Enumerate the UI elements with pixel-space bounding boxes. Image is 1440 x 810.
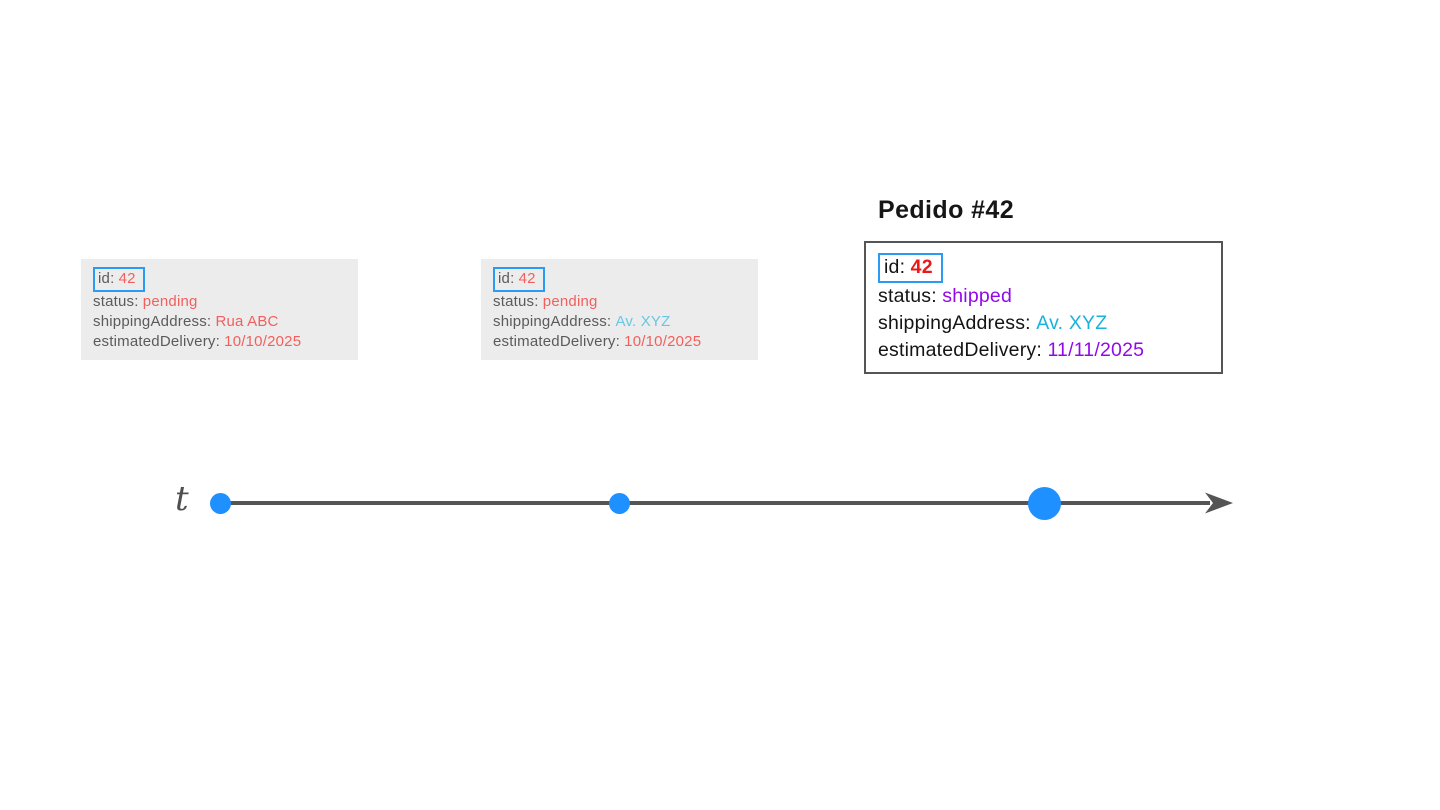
order-current-card: id:42 status:shipped shippingAddress:Av.…	[864, 241, 1223, 374]
field-value: 42	[518, 270, 536, 287]
shipping-address-field: shippingAddress:Rua ABC	[93, 312, 346, 332]
field-value: pending	[542, 293, 598, 310]
field-label: id:	[884, 256, 906, 278]
field-label: status:	[878, 285, 937, 307]
id-field: id:42	[878, 252, 1209, 283]
shipping-address-field: shippingAddress:Av. XYZ	[493, 312, 746, 332]
estimated-delivery-field: estimatedDelivery:11/11/2025	[878, 337, 1209, 364]
field-label: id:	[498, 270, 515, 287]
field-value: Rua ABC	[215, 313, 279, 330]
field-value: 42	[118, 270, 136, 287]
field-value: 11/11/2025	[1047, 339, 1145, 361]
field-value: Av. XYZ	[615, 313, 671, 330]
field-label: estimatedDelivery:	[878, 339, 1042, 361]
diagram-title: Pedido #42	[878, 196, 1014, 224]
id-highlight-box: id:42	[493, 267, 545, 292]
estimated-delivery-field: estimatedDelivery:10/10/2025	[493, 332, 746, 352]
field-label: status:	[93, 293, 139, 310]
time-axis-line	[219, 501, 1210, 505]
id-field: id:42	[93, 266, 346, 292]
time-axis-arrowhead-icon	[1205, 492, 1233, 514]
field-value: 10/10/2025	[624, 333, 702, 350]
shipping-address-field: shippingAddress:Av. XYZ	[878, 310, 1209, 337]
status-field: status:pending	[93, 292, 346, 312]
timeline-point-2	[608, 492, 630, 514]
field-value: 10/10/2025	[224, 333, 302, 350]
field-label: estimatedDelivery:	[93, 333, 220, 350]
field-value: shipped	[942, 285, 1013, 307]
status-field: status:pending	[493, 292, 746, 312]
field-label: id:	[98, 270, 115, 287]
time-axis-label: t	[175, 479, 189, 519]
id-field: id:42	[493, 266, 746, 292]
field-value: Av. XYZ	[1036, 312, 1108, 334]
order-snapshot-card-2: id:42 status:pending shippingAddress:Av.…	[481, 259, 758, 360]
field-value: pending	[142, 293, 198, 310]
timeline-point-current	[1027, 486, 1061, 520]
field-label: status:	[493, 293, 539, 310]
timeline-point-1	[209, 492, 231, 514]
id-highlight-box: id:42	[93, 267, 145, 292]
field-label: shippingAddress:	[878, 312, 1031, 334]
id-highlight-box: id:42	[878, 253, 943, 283]
field-label: shippingAddress:	[93, 313, 212, 330]
field-label: estimatedDelivery:	[493, 333, 620, 350]
status-field: status:shipped	[878, 283, 1209, 310]
estimated-delivery-field: estimatedDelivery:10/10/2025	[93, 332, 346, 352]
field-label: shippingAddress:	[493, 313, 612, 330]
field-value: 42	[910, 256, 933, 278]
order-snapshot-card-1: id:42 status:pending shippingAddress:Rua…	[81, 259, 358, 360]
